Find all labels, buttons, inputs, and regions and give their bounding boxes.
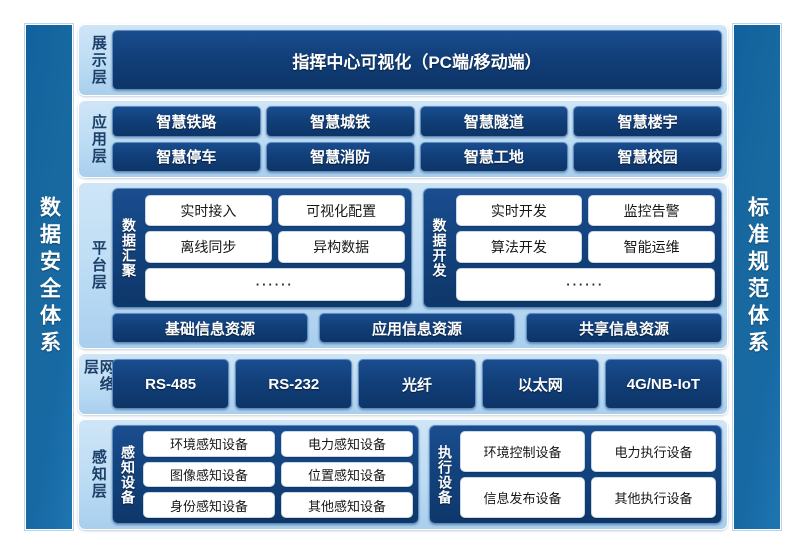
application-row-1: 智慧铁路 智慧城铁 智慧隧道 智慧楼宇 — [112, 106, 722, 137]
node-location-sensing-device[interactable]: 位置感知设备 — [281, 461, 414, 488]
sensing-devices-row-1: 环境感知设备 电力感知设备 — [143, 431, 414, 457]
group-data-aggregation-label-text: 数据汇聚 — [121, 218, 137, 278]
node-other-sensing-device[interactable]: 其他感知设备 — [281, 492, 414, 519]
node-identity-sensing-device[interactable]: 身份感知设备 — [143, 492, 276, 519]
group-data-aggregation: 数据汇聚 实时接入 可视化配置 离线同步 异构数据 ······ — [112, 188, 412, 308]
node-realtime-ingest[interactable]: 实时接入 — [145, 195, 272, 227]
node-smart-construction-site[interactable]: 智慧工地 — [419, 141, 569, 172]
development-row-2: 算法开发 智能运维 — [455, 231, 715, 263]
layer-application: 应用层 智慧铁路 智慧城铁 智慧隧道 智慧楼宇 智慧停车 智慧消防 智慧工地 智… — [78, 100, 728, 178]
node-command-center-visualization[interactable]: 指挥中心可视化（PC端/移动端） — [112, 30, 722, 90]
application-row-2: 智慧停车 智慧消防 智慧工地 智慧校园 — [112, 141, 722, 172]
node-realtime-development[interactable]: 实时开发 — [455, 195, 583, 227]
node-information-release-device[interactable]: 信息发布设备 — [460, 477, 586, 518]
node-basic-information-resources[interactable]: 基础信息资源 — [112, 313, 308, 343]
layer-label-platform: 平台层 — [84, 188, 112, 343]
node-4g-nbiot[interactable]: 4G/NB-IoT — [604, 359, 723, 409]
sidebar-data-security-system: 数据安全体系 — [25, 24, 73, 530]
node-ethernet[interactable]: 以太网 — [481, 359, 599, 409]
network-row: RS-485 RS-232 光纤 以太网 4G/NB-IoT — [112, 359, 723, 409]
node-intelligent-operations[interactable]: 智能运维 — [588, 231, 715, 263]
layer-presentation-label-text: 展示层 — [89, 34, 107, 86]
node-smart-campus[interactable]: 智慧校园 — [573, 141, 722, 172]
layer-label-sensing: 感知层 — [84, 425, 112, 524]
node-image-sensing-device[interactable]: 图像感知设备 — [143, 461, 276, 488]
node-rs485[interactable]: RS-485 — [112, 359, 230, 409]
node-power-actuator-device[interactable]: 电力执行设备 — [591, 431, 716, 472]
group-data-aggregation-grid: 实时接入 可视化配置 离线同步 异构数据 ······ — [145, 195, 405, 301]
layer-stack: 展示层 指挥中心可视化（PC端/移动端） 应用层 智慧铁路 智慧城铁 智慧隧道 … — [78, 24, 728, 530]
sensing-devices-row-3: 身份感知设备 其他感知设备 — [143, 492, 414, 519]
layer-sensing-label-text: 感知层 — [89, 449, 107, 500]
node-smart-firefighting[interactable]: 智慧消防 — [265, 141, 415, 172]
node-algorithm-development[interactable]: 算法开发 — [455, 231, 583, 263]
group-data-development-label-text: 数据开发 — [431, 218, 448, 278]
aggregation-row-1: 实时接入 可视化配置 — [145, 195, 405, 227]
group-label-data-aggregation: 数据汇聚 — [119, 195, 139, 301]
node-smart-tunnel[interactable]: 智慧隧道 — [419, 106, 569, 137]
node-other-actuator-device[interactable]: 其他执行设备 — [591, 477, 716, 518]
group-sensing-devices-label-text: 感知设备 — [120, 444, 136, 505]
actuator-devices-row-1: 环境控制设备 电力执行设备 — [460, 431, 716, 472]
sidebar-standard-specification-system: 标准规范体系 — [733, 24, 781, 530]
layer-network: 网络层 RS-485 RS-232 光纤 以太网 4G/NB-IoT — [78, 353, 728, 415]
layer-sensing-body: 感知设备 环境感知设备 电力感知设备 图像感知设备 位置感知设备 — [112, 425, 722, 524]
node-heterogeneous-data[interactable]: 异构数据 — [277, 231, 405, 263]
group-actuator-devices: 执行设备 环境控制设备 电力执行设备 信息发布设备 其他执行设备 — [429, 425, 722, 524]
platform-resource-row: 基础信息资源 应用信息资源 共享信息资源 — [112, 313, 722, 343]
node-environment-sensing-device[interactable]: 环境感知设备 — [143, 431, 276, 457]
platform-groups: 数据汇聚 实时接入 可视化配置 离线同步 异构数据 ······ — [112, 188, 722, 308]
node-application-information-resources[interactable]: 应用信息资源 — [319, 313, 515, 343]
group-sensing-devices: 感知设备 环境感知设备 电力感知设备 图像感知设备 位置感知设备 — [112, 425, 420, 524]
node-aggregation-more[interactable]: ······ — [145, 267, 405, 301]
layer-platform: 平台层 数据汇聚 实时接入 可视化配置 — [78, 182, 728, 349]
layer-label-presentation: 展示层 — [84, 30, 112, 90]
node-environment-control-device[interactable]: 环境控制设备 — [460, 431, 586, 472]
layer-platform-label-text: 平台层 — [89, 240, 107, 291]
sidebar-right-label: 标准规范体系 — [745, 196, 769, 358]
layer-presentation: 展示层 指挥中心可视化（PC端/移动端） — [78, 24, 728, 96]
group-label-data-development: 数据开发 — [430, 195, 450, 301]
node-shared-information-resources[interactable]: 共享信息资源 — [526, 313, 722, 343]
group-actuator-devices-label-text: 执行设备 — [437, 444, 454, 505]
layer-platform-body: 数据汇聚 实时接入 可视化配置 离线同步 异构数据 ······ — [112, 188, 722, 343]
group-actuator-devices-grid: 环境控制设备 电力执行设备 信息发布设备 其他执行设备 — [460, 431, 716, 518]
sensing-devices-row-2: 图像感知设备 位置感知设备 — [143, 461, 414, 488]
layer-sensing: 感知层 感知设备 环境感知设备 电力感知设备 — [78, 419, 728, 530]
group-data-development: 数据开发 实时开发 监控告警 算法开发 智能运维 ······ — [422, 188, 722, 308]
node-smart-railway[interactable]: 智慧铁路 — [112, 106, 261, 137]
group-label-sensing-devices: 感知设备 — [118, 431, 138, 518]
development-row-1: 实时开发 监控告警 — [455, 195, 715, 227]
node-rs232[interactable]: RS-232 — [235, 359, 353, 409]
layer-label-application: 应用层 — [84, 106, 112, 172]
node-smart-metro[interactable]: 智慧城铁 — [265, 106, 415, 137]
layer-application-label-text: 应用层 — [89, 113, 107, 165]
group-label-actuator-devices: 执行设备 — [435, 431, 455, 518]
sensing-groups: 感知设备 环境感知设备 电力感知设备 图像感知设备 位置感知设备 — [112, 425, 722, 524]
node-fiber-optic[interactable]: 光纤 — [358, 359, 476, 409]
node-smart-building[interactable]: 智慧楼宇 — [573, 106, 722, 137]
layer-label-network: 网络层 — [82, 359, 115, 409]
group-sensing-devices-grid: 环境感知设备 电力感知设备 图像感知设备 位置感知设备 身份感知设备 其他感知设… — [143, 431, 414, 519]
node-development-more[interactable]: ······ — [455, 267, 715, 301]
layer-application-body: 智慧铁路 智慧城铁 智慧隧道 智慧楼宇 智慧停车 智慧消防 智慧工地 智慧校园 — [112, 106, 722, 172]
node-smart-parking[interactable]: 智慧停车 — [112, 141, 261, 172]
layer-network-label-text: 网络层 — [82, 359, 115, 393]
group-data-development-grid: 实时开发 监控告警 算法开发 智能运维 ······ — [455, 195, 715, 301]
layer-presentation-body: 指挥中心可视化（PC端/移动端） — [112, 30, 722, 90]
actuator-devices-row-2: 信息发布设备 其他执行设备 — [460, 477, 716, 518]
layer-network-body: RS-485 RS-232 光纤 以太网 4G/NB-IoT — [112, 359, 723, 409]
node-monitoring-alarm[interactable]: 监控告警 — [588, 195, 715, 227]
sidebar-left-label: 数据安全体系 — [37, 196, 61, 358]
node-visual-configuration[interactable]: 可视化配置 — [277, 195, 405, 227]
node-power-sensing-device[interactable]: 电力感知设备 — [281, 431, 414, 457]
node-offline-sync[interactable]: 离线同步 — [145, 231, 272, 263]
aggregation-row-2: 离线同步 异构数据 — [145, 231, 405, 263]
